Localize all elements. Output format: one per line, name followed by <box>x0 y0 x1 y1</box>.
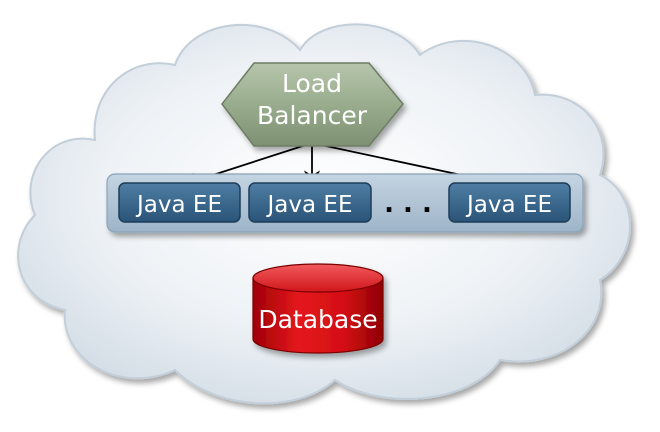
server-2-label: Java EE <box>266 192 353 218</box>
ellipsis: . . . <box>384 189 432 219</box>
server-2: Java EE <box>248 182 372 223</box>
database: Database <box>252 263 384 354</box>
load-balancer-label-line2: Balancer <box>257 101 368 130</box>
server-3-label: Java EE <box>465 192 552 218</box>
server-1: Java EE <box>118 182 241 223</box>
server-3: Java EE <box>448 182 571 223</box>
server-1-label: Java EE <box>135 192 222 218</box>
database-label: Database <box>258 305 377 334</box>
load-balancer-label-line1: Load <box>282 69 342 98</box>
load-balancer: Load Balancer <box>221 62 404 147</box>
